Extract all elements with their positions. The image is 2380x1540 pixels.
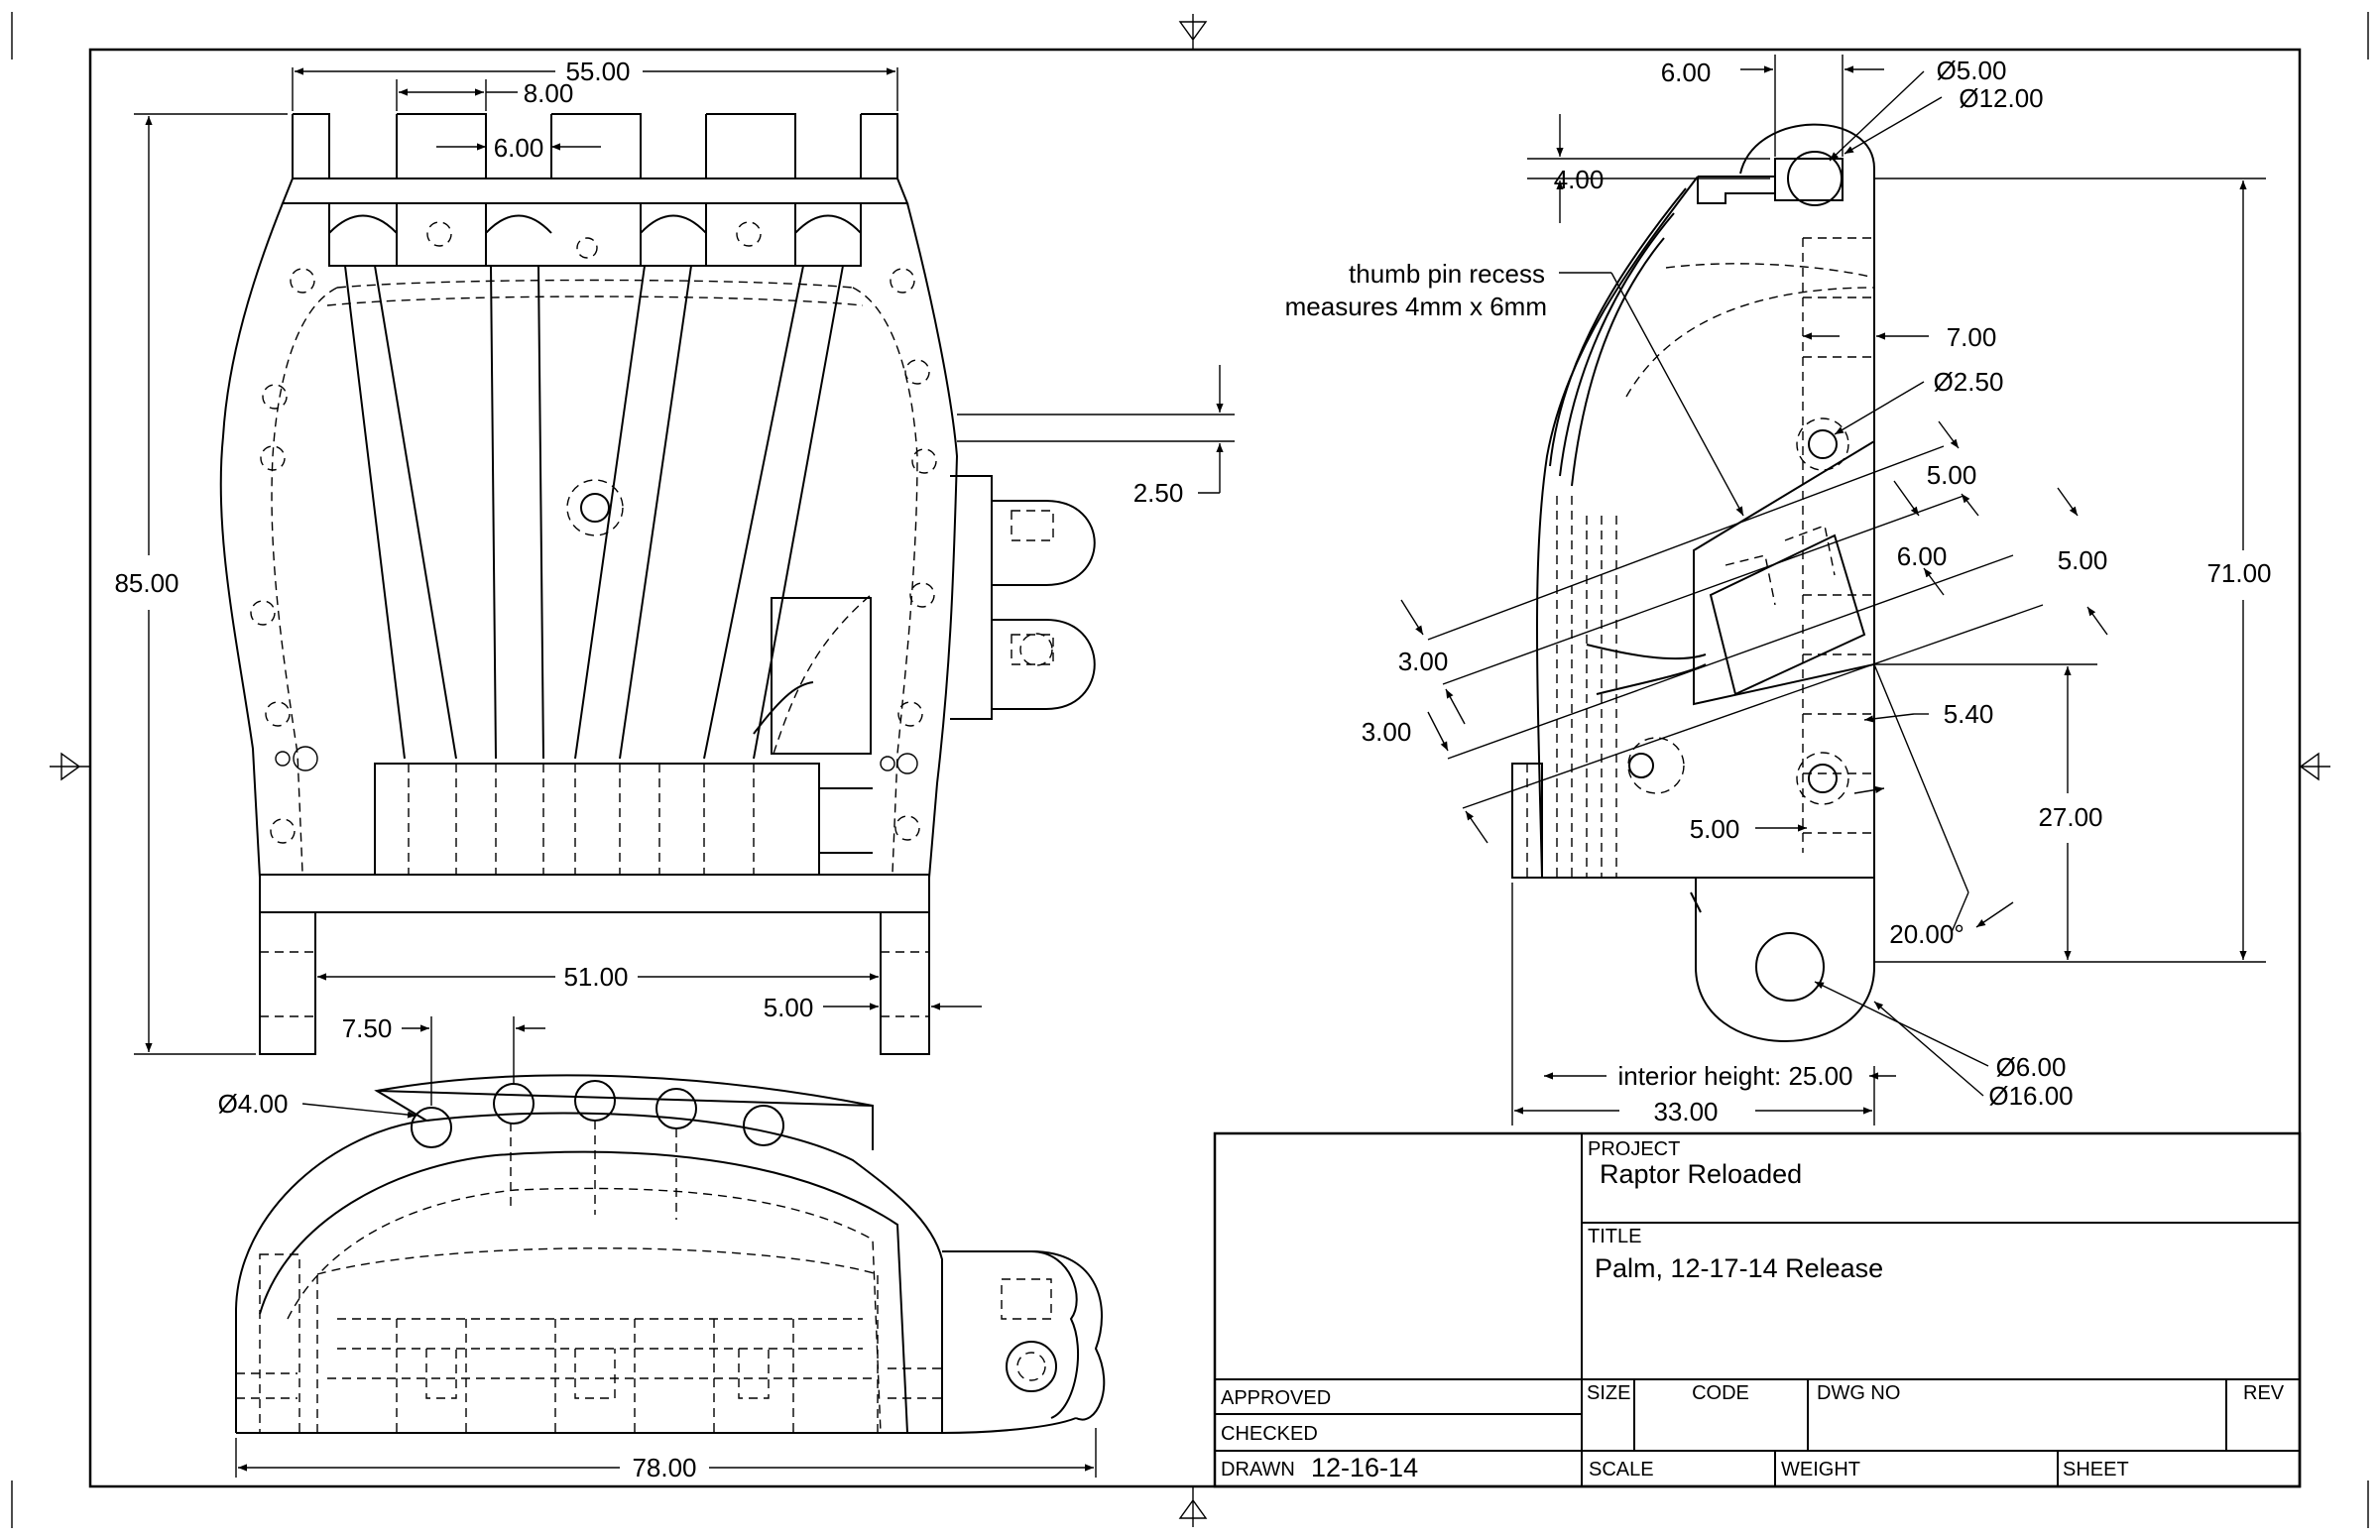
dim-interior-height: interior height: 25.00 [1617,1061,1852,1091]
project-value: Raptor Reloaded [1600,1159,1802,1189]
dim-78: 78.00 [632,1453,696,1482]
sheet-label: SHEET [2063,1459,2129,1481]
approved-label: APPROVED [1221,1387,1331,1409]
dim-5-4: 5.40 [1944,699,1994,729]
dim-dia-2-5: Ø2.50 [1934,367,2004,397]
dim-dia-5: Ø5.00 [1937,56,2007,85]
bottom-view [235,1074,1106,1434]
dim-side-6: 6.00 [1661,58,1712,87]
dim-8: 8.00 [524,78,574,108]
title-value: Palm, 12-17-14 Release [1595,1253,1883,1283]
note-line-2: measures 4mm x 6mm [1285,292,1547,321]
weight-label: WEIGHT [1781,1459,1860,1481]
project-label: PROJECT [1588,1138,1680,1160]
drawn-label: DRAWN [1221,1459,1295,1481]
dim-dia-4: Ø4.00 [218,1089,289,1119]
dim-side-3b: 3.00 [1362,717,1412,747]
dim-85: 85.00 [114,568,178,598]
code-label: CODE [1692,1382,1749,1404]
scale-label: SCALE [1589,1459,1654,1481]
dim-7: 7.00 [1947,322,1997,352]
dim-6: 6.00 [494,133,544,163]
drawn-value: 12-16-14 [1311,1453,1418,1482]
dim-side-5b: 5.00 [2058,545,2108,575]
dim-dia-6: Ø6.00 [1996,1052,2067,1082]
sheet-frame [11,12,2369,1528]
size-label: SIZE [1587,1382,1630,1404]
dim-51: 51.00 [563,962,628,992]
thumb-pin-note: thumb pin recess measures 4mm x 6mm [1285,259,1547,321]
dim-2-5: 2.50 [1133,478,1184,508]
dim-dia-16: Ø16.00 [1988,1081,2073,1111]
dim-side-6b: 6.00 [1897,541,1948,571]
rev-label: REV [2243,1382,2285,1404]
bottom-dimensions: 7.50 Ø4.00 78.00 [218,1013,1097,1482]
front-dimensions: 55.00 8.00 6.00 85.00 2.50 51.00 5.00 [114,57,1235,1055]
dim-55: 55.00 [565,57,630,86]
title-block: PROJECT Raptor Reloaded TITLE Palm, 12-1… [1213,1131,2302,1488]
dwg-label: DWG NO [1817,1382,1900,1404]
checked-label: CHECKED [1221,1423,1318,1445]
dim-33: 33.00 [1653,1097,1718,1126]
front-view [219,113,1096,1055]
note-line-1: thumb pin recess [1349,259,1545,289]
side-dimensions: 6.00 Ø5.00 Ø12.00 4.00 7.00 Ø2.50 5.00 6… [1362,55,2272,1126]
dim-dia-12: Ø12.00 [1959,83,2043,113]
dim-71: 71.00 [2206,558,2271,588]
dim-side-5c: 5.00 [1690,814,1740,844]
dim-5: 5.00 [764,993,814,1022]
side-view [1511,123,1875,1042]
title-label: TITLE [1588,1226,1641,1247]
dim-side-5a: 5.00 [1927,460,1977,490]
dim-angle: 20.00° [1889,919,1964,949]
dim-4: 4.00 [1554,165,1605,194]
dim-side-3a: 3.00 [1398,647,1449,676]
dim-27: 27.00 [2038,802,2102,832]
dim-7-5: 7.50 [342,1013,393,1043]
